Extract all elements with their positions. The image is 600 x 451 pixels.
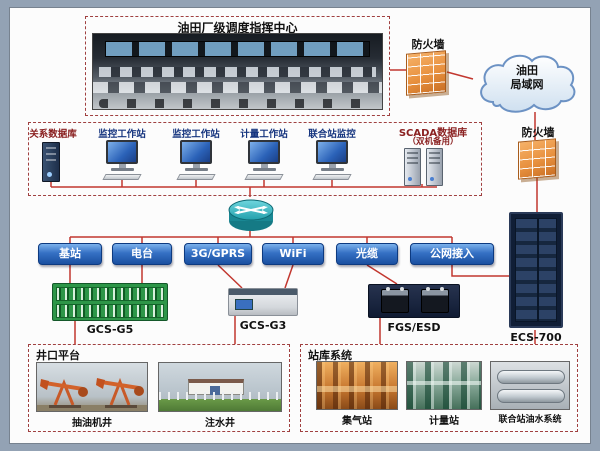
ecs-700-cabinet — [509, 212, 563, 328]
gcs-g5-rack — [52, 283, 168, 321]
wellhead-group-box — [28, 344, 290, 432]
comm-radio: 电台 — [112, 243, 172, 265]
metering-station-label: 计量站 — [429, 416, 459, 427]
battery-module-icon — [381, 287, 409, 313]
gcs-g3-label: GCS-G3 — [239, 319, 287, 332]
firewall-right-label: 防火墙 — [521, 126, 555, 139]
lan-cloud-icon — [480, 54, 576, 113]
monitor-icon — [106, 140, 138, 164]
command-center-title: 油田厂级调度指挥中心 — [177, 21, 298, 35]
router-icon — [228, 199, 274, 231]
db-workstation-label: 关系数据库 — [29, 129, 77, 140]
monitor-icon — [248, 140, 280, 164]
comm-wifi: WiFi — [262, 243, 324, 265]
database-server-icon — [42, 142, 60, 182]
comm-3g-gprs: 3G/GPRS — [184, 243, 252, 265]
ecs-700-label: ECS-700 — [510, 331, 562, 344]
gcs-g3-controller — [228, 288, 298, 316]
station-group-box — [300, 344, 578, 432]
joint-station-label: 联合站油水系统 — [498, 415, 562, 425]
rack-modules-row — [56, 287, 164, 301]
pumpjack-photo — [36, 362, 148, 412]
joint-station-photo — [490, 361, 570, 410]
pumpjack-well-label: 抽油机井 — [72, 418, 112, 429]
control-room-chairs — [98, 98, 377, 108]
keyboard-icon — [244, 174, 284, 180]
control-room-desk-row — [98, 67, 377, 77]
rack-modules-row — [56, 304, 164, 318]
walkway — [317, 386, 397, 393]
comm-base-station: 基站 — [38, 243, 102, 265]
lan-cloud-line1: 油田 — [516, 64, 538, 77]
wellhead-group-title: 井口平台 — [36, 349, 80, 362]
battery-module-icon — [421, 287, 449, 313]
scada-db-sublabel: （双机备用） — [407, 137, 459, 147]
workstation-pc-icon — [174, 140, 218, 184]
workstation-pc-icon — [100, 140, 144, 184]
cabinet-modules — [515, 218, 557, 322]
fgs-esd-unit — [368, 284, 460, 318]
pipes — [317, 362, 397, 409]
keyboard-icon — [102, 174, 142, 180]
monitor-icon — [180, 140, 212, 164]
keyboard-icon — [312, 174, 352, 180]
scada-server-icon — [404, 148, 421, 186]
joint-station-monitor-label: 联合站监控 — [308, 129, 356, 140]
workstation-pc-icon — [242, 140, 286, 184]
firewall-top-label: 防火墙 — [411, 38, 445, 51]
keyboard-icon — [176, 174, 216, 180]
comm-public-network: 公网接入 — [410, 243, 494, 265]
pumpjack-illustration — [37, 377, 147, 411]
tank-icon — [497, 389, 565, 403]
gcs-g5-label: GCS-G5 — [86, 323, 134, 336]
comm-fiber: 光缆 — [336, 243, 398, 265]
control-room-photo — [92, 33, 383, 110]
scada-server-icon — [426, 148, 443, 186]
firewall-icon — [518, 138, 556, 180]
metering-workstation-label: 计量工作站 — [240, 129, 288, 140]
control-room-screens — [104, 40, 371, 58]
station-group-title: 站库系统 — [308, 349, 352, 362]
workstation-group-box — [28, 122, 482, 196]
command-center-box: 油田厂级调度指挥中心 — [85, 16, 390, 116]
metering-station-photo — [406, 361, 482, 410]
grass-ground — [159, 398, 281, 411]
fence — [159, 392, 281, 401]
injection-well-photo — [158, 362, 282, 412]
workstation-pc-icon — [310, 140, 354, 184]
lan-cloud-line2: 局域网 — [510, 78, 544, 91]
monitor-icon — [316, 140, 348, 164]
monitor-workstation-label: 监控工作站 — [172, 129, 220, 140]
scada-db-label: SCADA数据库 — [398, 128, 468, 139]
gas-gathering-photo — [316, 361, 398, 410]
control-room-desk-row — [93, 82, 382, 93]
gas-gathering-label: 集气站 — [342, 416, 372, 427]
pipes — [407, 362, 481, 409]
injection-well-label: 注水井 — [205, 418, 235, 429]
firewall-icon — [406, 50, 446, 96]
lan-cloud-label: 油田 局域网 — [486, 64, 568, 92]
fgs-esd-label: FGS/ESD — [387, 321, 441, 334]
tank-icon — [497, 370, 565, 384]
monitor-workstation-label: 监控工作站 — [98, 129, 146, 140]
rail — [407, 380, 481, 385]
building-door — [210, 386, 220, 395]
